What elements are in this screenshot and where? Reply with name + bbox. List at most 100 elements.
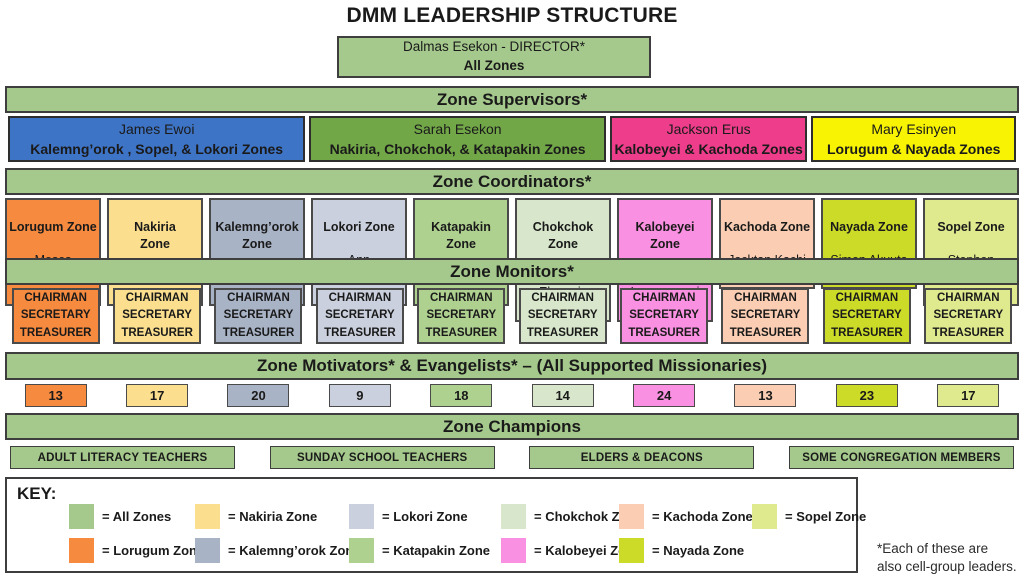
legend-color-swatch <box>195 538 220 563</box>
missionary-count: 23 <box>859 388 875 403</box>
legend-label: = Nayada Zone <box>652 543 745 558</box>
legend-color-swatch <box>619 538 644 563</box>
supervisor-name: James Ewoi <box>118 120 195 137</box>
champion-group-box: SUNDAY SCHOOL TEACHERS <box>269 446 495 469</box>
supervisor-zones: Lorugum & Nayada Zones <box>826 141 1001 157</box>
missionary-count: 13 <box>48 388 63 403</box>
legend-entry: = Kachoda Zone <box>619 504 753 529</box>
supervisor-name: Sarah Esekon <box>413 120 502 137</box>
supervisor-zones: Kalemng’orok , Sopel, & Lokori Zones <box>30 141 284 157</box>
motivator-counts-row: 13 17 20 9 18 14 24 <box>5 384 1019 407</box>
legend-entry: = Nayada Zone <box>619 538 744 563</box>
legend-label: = Lokori Zone <box>382 509 468 524</box>
legend-label: = Kachoda Zone <box>652 509 753 524</box>
legend-label: = Kalobeyei Zone <box>534 543 642 558</box>
legend-entry: = Chokchok Zone <box>501 504 643 529</box>
coordinator-zone: Sopel Zone <box>937 220 1005 235</box>
monitor-box: CHAIRMAN SECRETARY TREASURER <box>822 288 911 344</box>
monitor-treasurer-label: TREASURER <box>121 326 193 339</box>
monitor-chairman-label: CHAIRMAN <box>936 292 1000 305</box>
missionary-count-box: 20 <box>227 384 290 407</box>
champion-group-box: ADULT LITERACY TEACHERS <box>10 446 235 469</box>
legend-label: = All Zones <box>102 509 172 524</box>
legend-color-swatch <box>619 504 644 529</box>
footnote-line-2: also cell-group leaders. <box>877 559 1017 575</box>
legend-color-swatch <box>349 538 374 563</box>
monitor-box: CHAIRMAN SECRETARY TREASURER <box>315 288 404 344</box>
missionary-count: 24 <box>656 388 672 403</box>
legend-color-swatch <box>501 504 526 529</box>
supervisors-row: James Ewoi Kalemng’orok , Sopel, & Lokor… <box>8 116 1017 162</box>
legend-label: = Chokchok Zone <box>534 509 643 524</box>
monitor-box: CHAIRMAN SECRETARY TREASURER <box>113 288 202 344</box>
zone-coordinators-bar: Zone Coordinators* <box>5 168 1019 195</box>
monitor-treasurer-label: TREASURER <box>324 326 396 339</box>
monitor-box: CHAIRMAN SECRETARY TREASURER <box>924 288 1013 344</box>
footnote: *Each of these are also cell-group leade… <box>877 540 1017 576</box>
legend-row-2: = Lorugum Zone = Kalemng’orok Zone = Kat… <box>7 538 856 566</box>
missionary-count-box: 17 <box>126 384 189 407</box>
missionary-count-box: 24 <box>633 384 696 407</box>
champion-group-box: SOME CONGREGATION MEMBERS <box>788 446 1014 469</box>
missionary-count: 18 <box>454 388 469 403</box>
monitor-treasurer-label: TREASURER <box>425 326 498 339</box>
legend-color-swatch <box>752 504 777 529</box>
coordinator-zone: Kalobeyei Zone <box>635 220 695 251</box>
monitor-treasurer-label: TREASURER <box>222 326 295 339</box>
coordinator-zone: Kachoda Zone <box>723 220 811 235</box>
monitor-secretary-label: SECRETARY <box>527 309 598 322</box>
supervisor-zones: Nakiria, Chokchok, & Katapakin Zones <box>329 141 586 157</box>
legend-label: = Sopel Zone <box>785 509 867 524</box>
supervisor-name: Jackson Erus <box>666 120 751 137</box>
missionary-count: 20 <box>251 388 266 403</box>
monitor-chairman-label: CHAIRMAN <box>429 292 493 305</box>
monitor-treasurer-label: TREASURER <box>628 326 700 339</box>
champion-group-label: SOME CONGREGATION MEMBERS <box>802 451 1001 464</box>
director-name: Dalmas Esekon - DIRECTOR* <box>402 39 586 55</box>
monitor-chairman-label: CHAIRMAN <box>227 292 290 305</box>
legend-entry: = All Zones <box>69 504 171 529</box>
legend-color-swatch <box>69 538 94 563</box>
coordinator-zone: Lorugum Zone <box>9 220 97 235</box>
legend-entry: = Kalobeyei Zone <box>501 538 641 563</box>
monitor-chairman-label: CHAIRMAN <box>24 292 87 305</box>
missionary-count-box: 23 <box>835 384 898 407</box>
monitor-chairman-label: CHAIRMAN <box>632 292 696 305</box>
legend-row-1: = All Zones = Nakiria Zone = Lokori Zone… <box>7 504 866 532</box>
legend-label: = Nakiria Zone <box>228 509 318 524</box>
legend-color-swatch <box>349 504 374 529</box>
legend-label: = Kalemng’orok Zone <box>228 543 361 558</box>
coordinator-zone: Kalemng’orok Zone <box>215 220 299 251</box>
legend-label: = Lorugum Zone <box>102 543 205 558</box>
coordinators-row: Lorugum Zone Moses Ng’akipi Nakiria Zone… <box>5 198 1019 322</box>
zone-champions-bar: Zone Champions <box>5 413 1019 440</box>
coordinator-zone: Nayada Zone <box>830 220 908 235</box>
monitor-secretary-label: SECRETARY <box>426 309 497 322</box>
monitor-secretary-label: SECRETARY <box>20 309 91 322</box>
missionary-count: 13 <box>758 388 773 403</box>
monitor-secretary-label: SECRETARY <box>223 309 294 322</box>
page-title: DMM LEADERSHIP STRUCTURE <box>346 4 678 27</box>
monitor-secretary-label: SECRETARY <box>933 309 1004 322</box>
champion-group-box: ELDERS & DEACONS <box>529 446 755 469</box>
zone-supervisors-bar: Zone Supervisors* <box>5 86 1019 113</box>
missionary-count-box: 13 <box>24 384 87 407</box>
legend-color-swatch <box>69 504 94 529</box>
monitor-box: CHAIRMAN SECRETARY TREASURER <box>518 288 607 344</box>
champion-group-label: ELDERS & DEACONS <box>580 451 703 464</box>
champions-row: ADULT LITERACY TEACHERS SUNDAY SCHOOL TE… <box>10 446 1014 469</box>
supervisor-box: Jackson Erus Kalobeyei & Kachoda Zones <box>609 116 808 162</box>
missionary-count: 17 <box>149 388 165 403</box>
footnote-line-1: *Each of these are <box>877 541 989 556</box>
coordinator-zone: Katapakin Zone <box>431 220 491 251</box>
missionary-count-box: 9 <box>328 384 391 407</box>
legend-heading: KEY: <box>17 484 57 503</box>
coordinator-zone: Nakiria Zone <box>134 220 176 251</box>
missionary-count-box: 13 <box>734 384 797 407</box>
monitor-chairman-label: CHAIRMAN <box>531 292 594 305</box>
missionary-count-box: 17 <box>937 384 1000 407</box>
legend-label: = Katapakin Zone <box>382 543 490 558</box>
supervisor-name: Mary Esinyen <box>871 120 957 137</box>
legend-entry: = Sopel Zone <box>752 504 866 529</box>
